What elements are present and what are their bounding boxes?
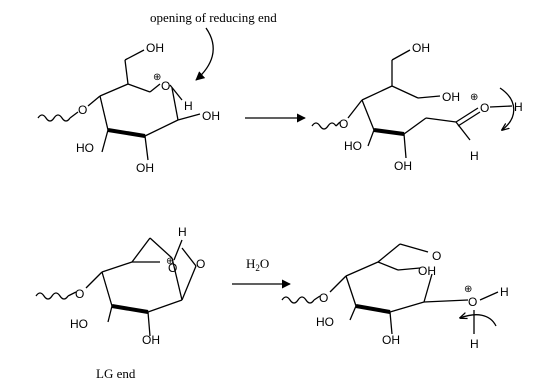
- atom-o-glycosidic: O: [319, 291, 328, 305]
- atom-o-glycosidic: O: [78, 103, 87, 117]
- atom-o-oxonium: O: [468, 295, 477, 309]
- atom-ho-c3: HO: [70, 317, 88, 331]
- atom-oh-c6: OH: [146, 41, 164, 55]
- atom-o-glycosidic: O: [75, 287, 84, 301]
- atom-o-carbonyl: O: [480, 101, 489, 115]
- atom-oh-c6: OH: [412, 41, 430, 55]
- plus-charge: ⊕: [166, 256, 174, 267]
- atom-oh-c2: OH: [394, 159, 412, 173]
- atom-oh-c5: OH: [442, 90, 460, 104]
- wavy-bond: [311, 122, 337, 130]
- plus-charge: ⊕: [470, 92, 478, 103]
- atom-oh-c2: OH: [142, 333, 160, 347]
- wavy-bond: [281, 296, 315, 304]
- atom-ho-c3: HO: [344, 139, 362, 153]
- atom-oh-c2: OH: [382, 333, 400, 347]
- caption-lg-end: LG end: [96, 366, 136, 381]
- atom-ho-c3: HO: [316, 315, 334, 329]
- plus-charge: ⊕: [464, 284, 472, 295]
- atom-oh-c1: OH: [202, 109, 220, 123]
- plus-charge: ⊕: [153, 72, 161, 83]
- structure-hydrated: O O OH HO OH O ⊕ H H: [281, 243, 509, 351]
- atom-h: H: [178, 225, 187, 239]
- atom-o-ring: O: [196, 257, 205, 271]
- structure-open-chain: O OH OH HO OH H O ⊕ H: [311, 41, 523, 173]
- atom-ho-c3: HO: [76, 141, 94, 155]
- caption-opening-reducing-end: opening of reducing end: [150, 10, 277, 25]
- wavy-bond: [37, 114, 71, 122]
- atom-h-2: H: [470, 337, 479, 351]
- curved-arrow: [195, 27, 214, 81]
- atom-oh-c2: OH: [136, 161, 154, 175]
- atom-o-glycosidic: O: [339, 117, 348, 131]
- curved-arrow-bond: [499, 87, 515, 130]
- atom-o-bridge: O: [168, 261, 177, 275]
- atom-oh-c4: OH: [418, 264, 436, 278]
- curved-arrow-bond: [460, 315, 497, 327]
- atom-o-ring: O: [432, 249, 441, 263]
- atom-h: H: [514, 100, 523, 114]
- atom-h-1: H: [500, 285, 509, 299]
- structure-pyranose-protonated: O OH O ⊕ H HO OH OH: [37, 27, 220, 175]
- atom-h: H: [184, 99, 193, 113]
- wavy-bond: [35, 292, 69, 300]
- atom-h-aldehyde: H: [470, 149, 479, 163]
- water-label: H2O: [246, 256, 269, 273]
- structure-anhydro-bicyclic: O O O ⊕ H HO OH: [35, 225, 205, 347]
- atom-o-ring: O: [161, 79, 170, 93]
